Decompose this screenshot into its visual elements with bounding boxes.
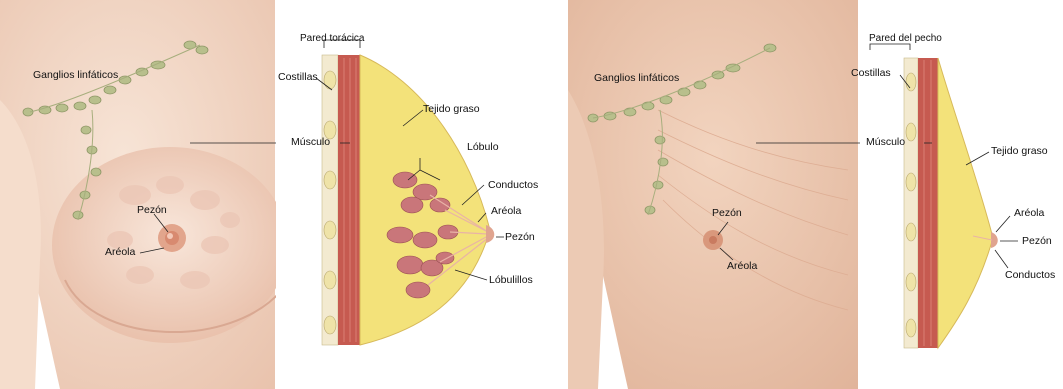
label-lymph-nodes: Ganglios linfáticos — [594, 73, 679, 84]
label-nipple-section: Pezón — [505, 232, 535, 243]
label-nipple: Pezón — [137, 205, 167, 216]
label-nipple: Pezón — [712, 208, 742, 219]
muscle-layer — [918, 58, 938, 348]
rib-column — [322, 55, 338, 345]
female-breast-diagram: Ganglios linfáticos Pezón Aréola Pared t… — [0, 0, 548, 389]
male-chest-diagram: Ganglios linfáticos Pezón Aréola Pared d… — [548, 0, 1063, 389]
label-ribs: Costillas — [851, 68, 891, 79]
label-chest-wall: Pared torácica — [300, 34, 364, 44]
label-fatty-tissue: Tejido graso — [991, 146, 1048, 157]
torso-shape — [568, 0, 858, 389]
label-ducts: Conductos — [1005, 270, 1055, 281]
label-ribs: Costillas — [278, 72, 318, 83]
label-chest-wall: Pared del pecho — [869, 34, 942, 44]
female-breast-illustration — [0, 0, 548, 389]
muscle-layer — [338, 55, 360, 345]
label-areola-section: Aréola — [491, 206, 521, 217]
label-ducts: Conductos — [488, 180, 538, 191]
label-areola: Aréola — [105, 247, 135, 258]
label-fatty-tissue: Tejido graso — [423, 104, 480, 115]
male-chest-illustration — [548, 0, 1063, 389]
label-lobule: Lóbulo — [467, 142, 499, 153]
label-nipple-section: Pezón — [1022, 236, 1052, 247]
label-muscle: Músculo — [291, 137, 330, 148]
label-areola-section: Aréola — [1014, 208, 1044, 219]
label-lobules: Lóbulillos — [489, 275, 533, 286]
rib-column — [904, 58, 918, 348]
label-areola: Aréola — [727, 261, 757, 272]
label-lymph-nodes: Ganglios linfáticos — [33, 70, 118, 81]
nipple — [709, 236, 717, 244]
label-muscle: Músculo — [866, 137, 905, 148]
